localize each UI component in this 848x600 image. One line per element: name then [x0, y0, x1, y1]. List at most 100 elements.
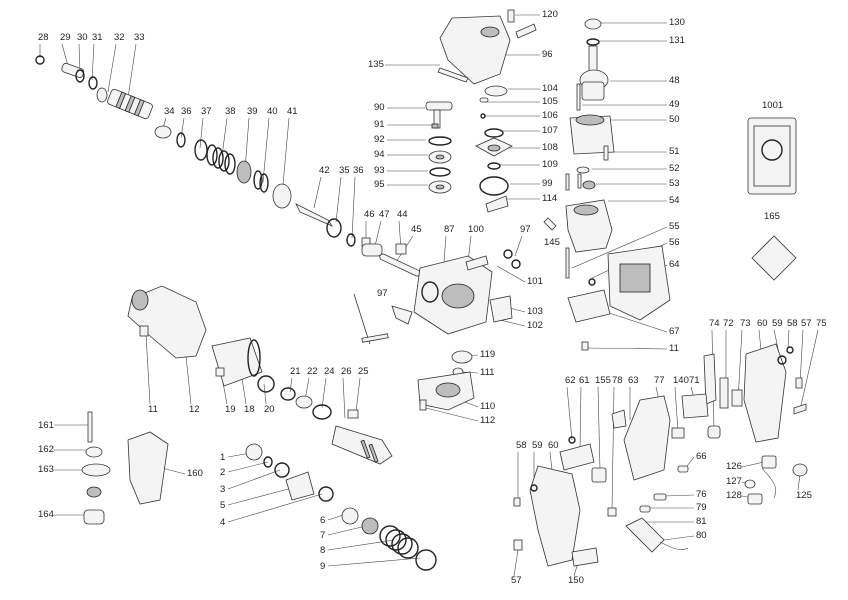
part-number-label: 50 [669, 114, 680, 125]
part-number-label: 3 [220, 484, 225, 495]
part-number-label: 37 [201, 106, 212, 117]
part-number-label: 32 [114, 32, 125, 43]
part-number-label: 40 [267, 106, 278, 117]
gear-bearing-stack [425, 101, 453, 194]
part-number-label: 31 [92, 32, 103, 43]
part-number-label: 45 [411, 224, 422, 235]
part-number-label: 160 [187, 468, 203, 479]
part-number-label: 76 [696, 489, 707, 500]
part-number-label: 62 [565, 375, 576, 386]
part-number-label: 73 [740, 318, 751, 329]
part-number-label: 103 [527, 306, 543, 317]
manual-kit [747, 117, 797, 281]
part-number-label: 38 [225, 106, 236, 117]
part-number-label: 162 [38, 444, 54, 455]
part-number-label: 81 [696, 516, 707, 527]
part-number-label: 2 [220, 467, 225, 478]
small-parts-cluster [744, 455, 808, 505]
part-number-label: 112 [480, 415, 495, 426]
spring-38 [206, 144, 236, 175]
part-number-label: 61 [579, 375, 590, 386]
part-number-label: 114 [542, 193, 557, 204]
part-number-label: 25 [358, 366, 369, 377]
part-number-label: 26 [341, 366, 352, 377]
top-cover-assembly [437, 9, 537, 213]
part-number-label: 94 [374, 149, 385, 160]
part-number-label: 60 [757, 318, 768, 329]
chuck-assembly [245, 443, 437, 571]
leader-lines [39, 14, 819, 577]
part-number-label: 120 [542, 9, 558, 20]
part-number-label: 164 [38, 509, 54, 520]
part-number-label: 34 [164, 106, 175, 117]
part-number-label: 125 [796, 490, 812, 501]
part-number-label: 161 [38, 420, 54, 431]
motor-assembly [543, 18, 615, 286]
part-number-label: 55 [669, 221, 680, 232]
part-number-label: 67 [669, 326, 680, 337]
part-number-label: 19 [225, 404, 236, 415]
part-number-label: 126 [726, 461, 742, 472]
part-number-label: 109 [542, 159, 558, 170]
part-number-label: 36 [181, 106, 192, 117]
part-number-label: 8 [320, 545, 325, 556]
part-number-label: 39 [247, 106, 258, 117]
part-number-label: 7 [320, 530, 325, 541]
part-number-label: 165 [764, 211, 780, 222]
part-number-label: 91 [374, 119, 385, 130]
side-handle-assembly [81, 411, 169, 525]
part-number-label: 80 [696, 530, 707, 541]
part-number-label: 30 [77, 32, 88, 43]
part-number-label: 104 [542, 83, 558, 94]
part-number-label: 75 [816, 318, 827, 329]
part-number-label: 63 [628, 375, 639, 386]
part-number-label: 119 [480, 349, 495, 360]
part-number-label: 35 [339, 165, 350, 176]
part-number-label: 1 [220, 452, 225, 463]
part-number-label: 54 [669, 195, 680, 206]
part-number-label: 97 [520, 224, 531, 235]
part-number-label: 95 [374, 179, 385, 190]
part-number-label: 127 [726, 476, 742, 487]
part-number-label: 58 [787, 318, 798, 329]
handle-assembly [513, 343, 807, 567]
part-number-label: 52 [669, 163, 680, 174]
part-number-label: 24 [324, 366, 335, 377]
part-number-label: 92 [374, 134, 385, 145]
part-number-label: 5 [220, 500, 225, 511]
part-number-label: 107 [542, 125, 558, 136]
part-number-label: 12 [189, 404, 200, 415]
part-number-label: 48 [669, 75, 680, 86]
part-number-label: 41 [287, 106, 298, 117]
part-number-label: 102 [527, 320, 543, 331]
part-number-label: 59 [532, 440, 543, 451]
part-number-label: 77 [654, 375, 665, 386]
part-number-label: 106 [542, 110, 558, 121]
part-number-label: 20 [264, 404, 275, 415]
part-number-label: 108 [542, 142, 558, 153]
part-number-label: 56 [669, 237, 680, 248]
part-number-label: 66 [696, 451, 707, 462]
part-number-label: 53 [669, 178, 680, 189]
part-number-label: 22 [307, 366, 318, 377]
part-number-label: 4 [220, 517, 225, 528]
tool-holder-assembly [127, 285, 393, 465]
part-number-label: 64 [669, 259, 680, 270]
part-number-label: 96 [542, 49, 553, 60]
part-number-label: 18 [244, 404, 255, 415]
part-number-label: 78 [612, 375, 623, 386]
part-number-label: 42 [319, 165, 330, 176]
part-number-label: 51 [669, 146, 680, 157]
part-number-label: 47 [379, 209, 390, 220]
part-number-label: 140 [673, 375, 689, 386]
part-number-label: 145 [544, 237, 560, 248]
part-number-label: 21 [290, 366, 301, 377]
part-number-label: 60 [548, 440, 559, 451]
part-number-label: 111 [480, 367, 494, 378]
part-number-label: 9 [320, 561, 325, 572]
part-number-label: 100 [468, 224, 484, 235]
part-number-label: 74 [709, 318, 720, 329]
part-number-label: 59 [772, 318, 783, 329]
